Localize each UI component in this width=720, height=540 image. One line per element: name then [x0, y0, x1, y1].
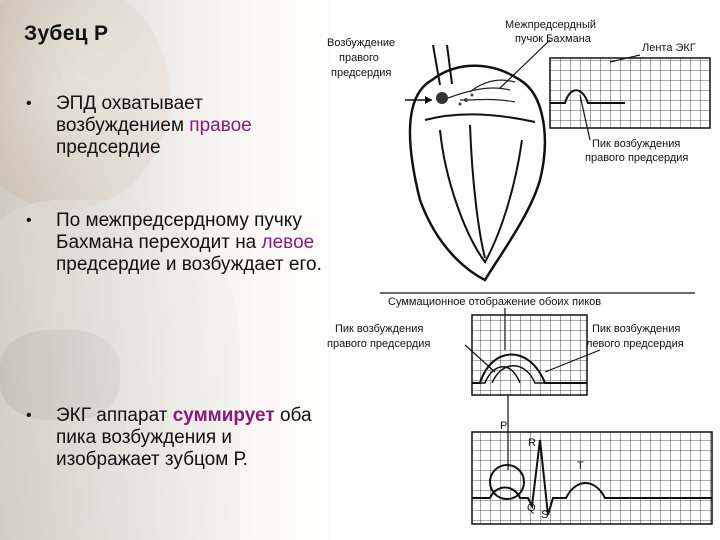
bullet-highlight: суммирует	[172, 405, 275, 426]
label-line: Пик возбуждения	[592, 138, 680, 150]
arrow-head	[425, 96, 432, 104]
conduction-dot	[458, 102, 462, 106]
label-line: левого предсердия	[586, 338, 684, 350]
bullet-text-post: предсердие	[56, 137, 161, 158]
ecg-sum-panel	[471, 314, 588, 396]
bullet-dot: •	[26, 95, 32, 112]
bullet-text-pre: ЭКГ аппарат	[56, 405, 173, 426]
bullet-text-pre: ЭПД охватывает возбуждением	[56, 93, 203, 136]
vena-cava	[432, 44, 453, 86]
photo-haze	[0, 0, 330, 540]
p-wave-circle	[489, 464, 525, 500]
bullet-text: ЭПД охватывает возбуждением правое предс…	[56, 93, 326, 159]
ecg-trace-p-right	[550, 89, 625, 104]
bullet-text-post: оба пика возбуждения и изображает зубцом…	[56, 405, 312, 470]
ecg-grid	[471, 431, 713, 525]
ecg-grid	[471, 314, 588, 396]
bullet-dot: •	[26, 212, 32, 229]
arrow-peak-right	[579, 94, 591, 141]
ecg-full-panel: P R Q S T	[471, 420, 713, 525]
label-line: правого	[339, 52, 379, 64]
wave-label-r: R	[528, 437, 536, 449]
bullet-text: По межпредсердному пучку Бахмана переход…	[56, 210, 326, 276]
bullet-3: • ЭКГ аппарат суммирует оба пика возбужд…	[26, 405, 326, 471]
heart-ventricle-outline	[439, 129, 523, 264]
wave-label-p: P	[500, 420, 507, 432]
bullet-text-post: предсердие и возбуждает его.	[56, 254, 322, 275]
sinus-node	[436, 92, 448, 104]
bullet-text: ЭКГ аппарат суммирует оба пика возбужден…	[56, 405, 326, 471]
ecg-trace-p-sum	[472, 353, 587, 384]
label-line: правого предсердия	[585, 152, 688, 164]
bullet-2: • По межпредсердному пучку Бахмана перех…	[26, 210, 326, 276]
bullet-highlight: правое	[189, 115, 252, 136]
slide-title: Зубец Р	[24, 22, 109, 45]
background-photo	[0, 0, 330, 540]
label-excitation: Возбуждение правого предсердия	[327, 37, 395, 79]
label-line: правого предсердия	[327, 338, 430, 350]
label-line: Возбуждение	[327, 37, 395, 49]
heart-outline	[408, 64, 546, 282]
bullet-text-pre: По межпредсердному пучку Бахмана переход…	[56, 210, 302, 253]
label-peak-right-top: Пик возбуждения правого предсердия	[585, 138, 688, 164]
label-bachmann: Межпредсердный пучок Бахмана	[505, 19, 596, 45]
heart-septum	[469, 124, 486, 259]
ecg-trace-p-left-wave	[491, 365, 587, 384]
label-peak-left-bottom: Пик возбуждения левого предсердия	[586, 323, 684, 350]
heart-diagram	[405, 39, 551, 282]
text-panel: Зубец Р • ЭПД охватывает возбуждением пр…	[0, 0, 330, 540]
wave-label-t: T	[577, 460, 584, 472]
bullet-1: • ЭПД охватывает возбуждением правое пре…	[26, 93, 326, 159]
ecg-grid	[549, 57, 711, 129]
conduction-dot	[464, 98, 468, 102]
heart-atrioventricular-line	[424, 113, 536, 123]
label-line: предсердия	[331, 67, 391, 79]
label-line: Пик возбуждения	[592, 323, 680, 335]
wave-label-s: S	[541, 509, 548, 521]
conduction-dot	[470, 93, 474, 97]
arrow-bachmann	[499, 39, 551, 89]
label-sum: Суммационное отображение обоих пиков	[388, 296, 601, 308]
label-peak-right-bottom: Пик возбуждения правого предсердия	[327, 323, 430, 350]
bullet-dot: •	[26, 407, 32, 424]
diagram-canvas: Возбуждение правого предсердия Межпредсе…	[327, 19, 713, 525]
wave-label-q: Q	[527, 502, 536, 514]
label-line: Пик возбуждения	[335, 323, 423, 335]
label-line: Межпредсердный	[505, 19, 596, 31]
ecg-tape-top	[549, 57, 711, 129]
bullet-highlight: левое	[261, 232, 315, 253]
label-line: пучок Бахмана	[515, 33, 592, 45]
ecg-trace-p-right-wave	[472, 366, 521, 384]
label-ecg-tape: Лента ЭКГ	[642, 42, 696, 54]
ecg-trace-pqrst	[472, 439, 712, 516]
